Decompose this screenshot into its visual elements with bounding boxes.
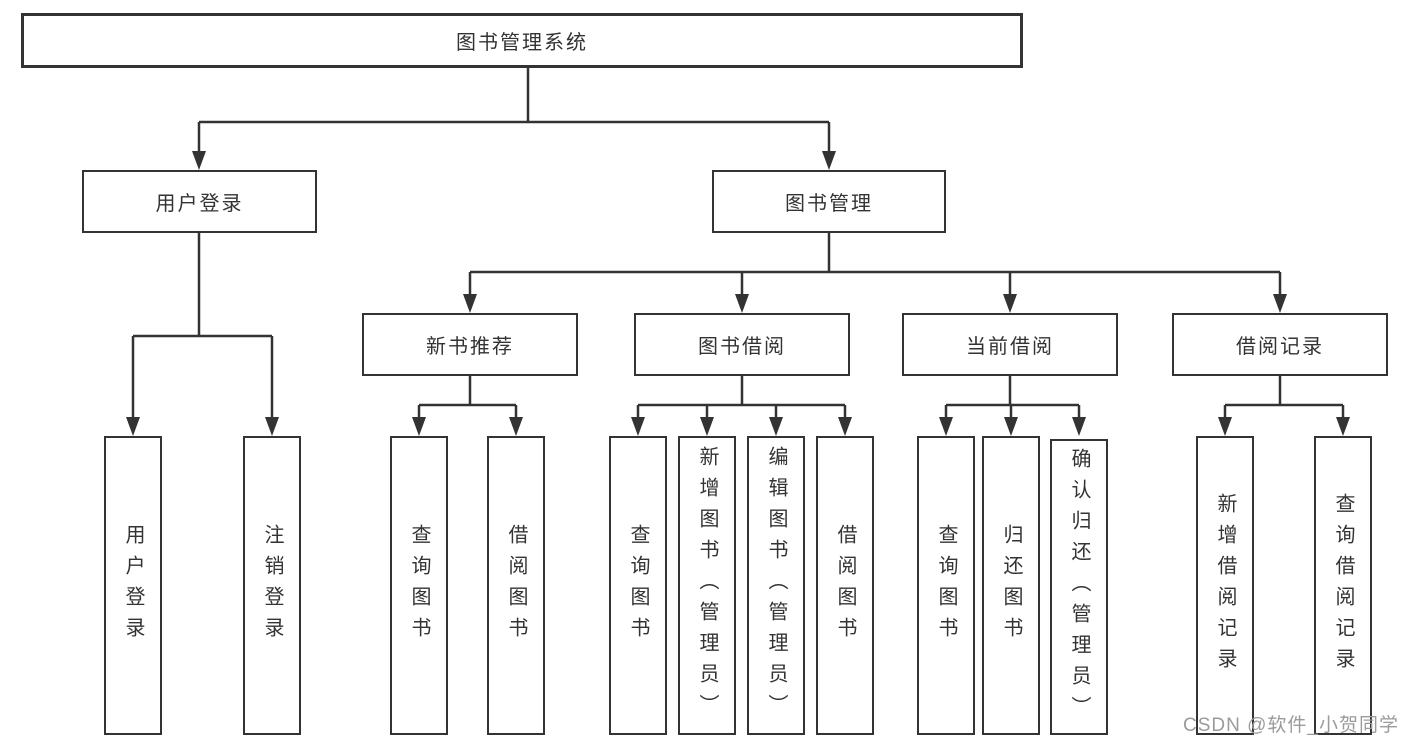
- connector-book-borrow-children: [631, 376, 852, 436]
- connector-book-management-children: [463, 233, 1287, 313]
- node-label: 查询图书: [935, 523, 957, 648]
- node-label: 查询图书: [408, 523, 430, 648]
- node-label: 注销登录: [261, 523, 283, 648]
- leaf-add-book-admin: 新增图书（管理员）: [678, 436, 736, 735]
- node-book-management: 图书管理: [712, 170, 946, 233]
- leaf-user-login: 用户登录: [104, 436, 162, 735]
- leaf-confirm-return-admin: 确认归还（管理员）: [1050, 439, 1108, 735]
- node-label: 图书借阅: [698, 336, 786, 358]
- connector-root-to-level2: [192, 68, 836, 170]
- leaf-edit-book-admin: 编辑图书（管理员）: [747, 436, 805, 735]
- connector-new-book-recommend-children: [412, 376, 523, 436]
- node-borrow-record: 借阅记录: [1172, 313, 1388, 376]
- leaf-logout: 注销登录: [243, 436, 301, 735]
- leaf-return-book: 归还图书: [982, 436, 1040, 735]
- leaf-add-borrow-record: 新增借阅记录: [1196, 436, 1254, 735]
- node-new-book-recommend: 新书推荐: [362, 313, 578, 376]
- csdn-watermark: CSDN @软件_小贺同学: [1183, 715, 1399, 736]
- node-label: 图书管理系统: [456, 32, 588, 54]
- node-label: 查询图书: [627, 523, 649, 648]
- connector-current-borrow-children: [939, 376, 1086, 436]
- node-label: 借阅图书: [505, 523, 527, 648]
- node-label: 新增图书（管理员）: [696, 446, 718, 725]
- node-label: 用户登录: [122, 523, 144, 648]
- node-label: 确认归还（管理员）: [1068, 447, 1090, 727]
- node-current-borrow: 当前借阅: [902, 313, 1118, 376]
- node-label: 新书推荐: [426, 336, 514, 358]
- node-label: 借阅图书: [834, 523, 856, 648]
- node-label: 编辑图书（管理员）: [765, 446, 787, 725]
- connector-borrow-record-children: [1218, 376, 1350, 436]
- node-label: 借阅记录: [1236, 336, 1324, 358]
- leaf-borrow-book-1: 借阅图书: [487, 436, 545, 735]
- node-label: 查询借阅记录: [1332, 492, 1354, 679]
- connector-user-login-children: [126, 233, 279, 436]
- leaf-query-borrow-record: 查询借阅记录: [1314, 436, 1372, 735]
- node-label: 新增借阅记录: [1214, 492, 1236, 679]
- node-label: 用户登录: [155, 193, 244, 215]
- node-root-library-management-system: 图书管理系统: [21, 13, 1023, 68]
- node-user-login: 用户登录: [82, 170, 317, 233]
- leaf-query-book-3: 查询图书: [917, 436, 975, 735]
- node-label: 当前借阅: [966, 336, 1054, 358]
- node-book-borrow: 图书借阅: [634, 313, 850, 376]
- node-label: 归还图书: [1000, 523, 1022, 648]
- leaf-query-book-2: 查询图书: [609, 436, 667, 735]
- leaf-borrow-book-2: 借阅图书: [816, 436, 874, 735]
- leaf-query-book-1: 查询图书: [390, 436, 448, 735]
- node-label: 图书管理: [785, 193, 873, 215]
